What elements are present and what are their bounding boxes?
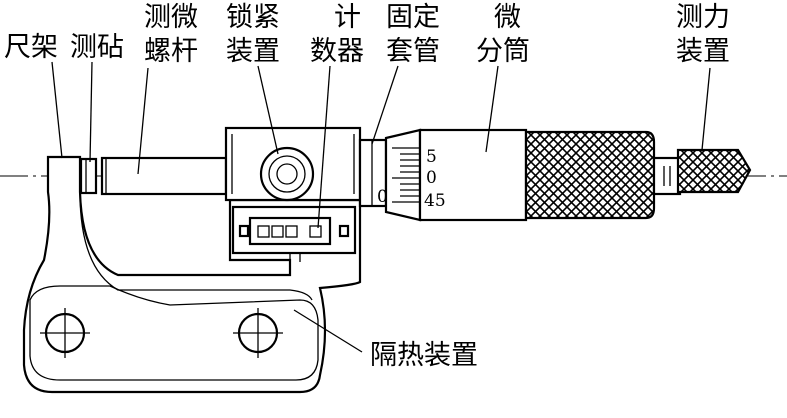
label-anvil: 测砧 [70,32,124,63]
label-sleeve-2: 套管 [386,36,440,67]
anvil [79,157,98,195]
label-ratchet-2: 装置 [676,36,730,67]
thimble-bevel [384,128,422,222]
thimble-ticks [392,147,420,203]
ratchet-neck [652,156,682,196]
insulation-pad [29,285,319,381]
leader-lines [51,61,711,353]
sleeve-scale-0: 0 [377,187,388,207]
label-lock-1: 锁紧 [226,2,280,33]
label-sleeve-1: 固定 [386,2,440,33]
thimble-scale-45: 45 [424,191,446,211]
thimble-scale-0: 0 [426,168,437,188]
thimble-scale-5: 5 [426,147,437,167]
ratchet-knob [676,148,752,194]
label-counter-1: 计 [334,2,361,33]
label-lock-2: 装置 [226,36,280,67]
fixed-sleeve [358,138,388,208]
label-ratchet-1: 测力 [676,2,730,33]
spindle [100,156,228,196]
label-frame: 尺架 [4,32,58,63]
label-counter-2: 数器 [310,36,364,67]
counter-window [248,216,332,246]
label-spindle-2: 螺杆 [144,36,198,67]
label-spindle-1: 测微 [144,2,198,33]
label-thimble-1: 微 [494,2,521,33]
thimble [418,128,528,222]
label-thimble-2: 分筒 [476,36,530,67]
label-insulation: 隔热装置 [370,340,478,371]
knurled-grip [524,130,656,220]
